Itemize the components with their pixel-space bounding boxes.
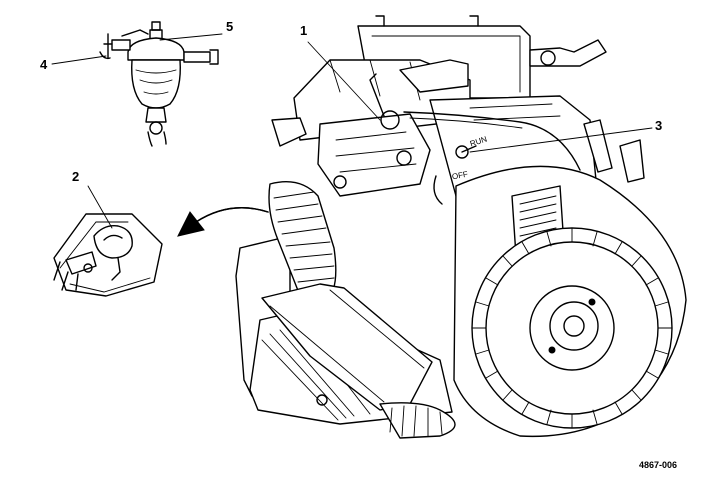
callout-4: 4	[40, 57, 48, 72]
figure-id: 4867-006	[639, 460, 678, 470]
fuel-filter-inset	[99, 21, 219, 147]
callout-2: 2	[72, 169, 80, 184]
fuel-pump-detail-inset	[53, 213, 163, 297]
callout-3: 3	[655, 118, 663, 133]
callout-5: 5	[226, 19, 234, 34]
leader-lines	[51, 33, 653, 229]
direction-arrow	[177, 207, 269, 237]
air-intake-hose	[261, 181, 456, 439]
callout-1: 1	[300, 23, 308, 38]
